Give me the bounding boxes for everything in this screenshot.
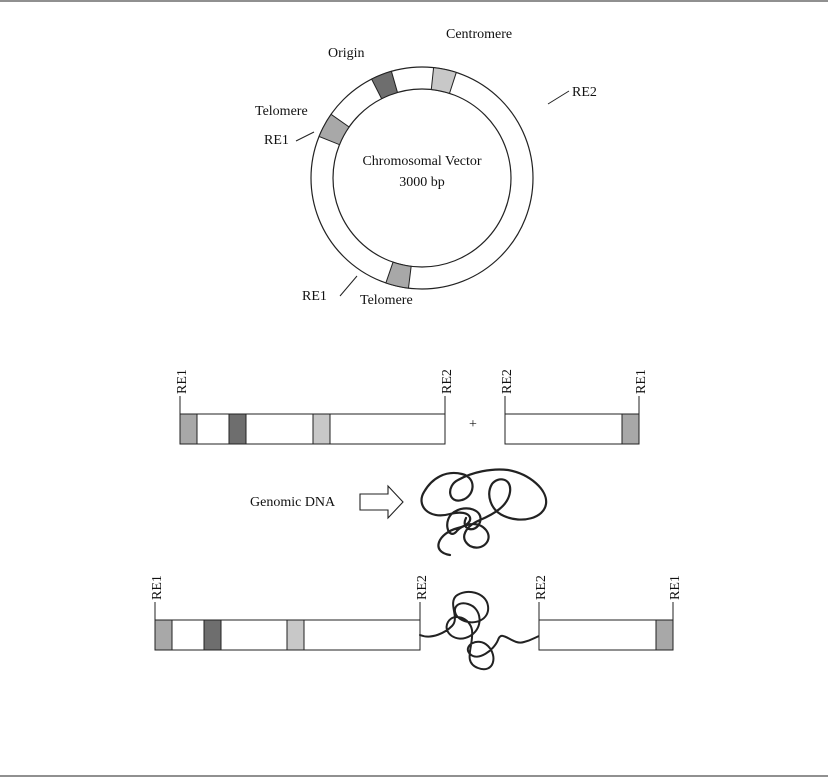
label-centromere: Centromere — [446, 27, 512, 42]
inserted-dna-icon — [420, 592, 539, 669]
left-fragment-telomere — [180, 414, 197, 444]
label-re2-right: RE2 — [572, 85, 597, 100]
centromere-segment — [431, 68, 456, 94]
circular-vector: Chromosomal Vector 3000 bp Centromere Or… — [255, 27, 597, 308]
re2-right-leader — [548, 91, 569, 104]
ligated-left-centromere — [287, 620, 304, 650]
ligated-right-box — [539, 620, 673, 650]
telomere-segment-bottom — [386, 262, 411, 288]
arrow-icon — [360, 486, 403, 518]
ligated-left-re2-label: RE2 — [415, 575, 430, 600]
label-telomere-top: Telomere — [255, 104, 308, 119]
left-fragment-origin — [229, 414, 246, 444]
label-telomere-bottom: Telomere — [360, 293, 413, 308]
re1-top-leader — [296, 132, 314, 141]
ligated-right-re2-label: RE2 — [534, 575, 549, 600]
origin-segment — [372, 71, 398, 98]
left-fragment-re1-label: RE1 — [175, 369, 190, 394]
cut-fragments: RE1 RE2 + RE2 RE1 — [175, 369, 649, 444]
genomic-dna: Genomic DNA — [250, 469, 546, 555]
genomic-dna-coil-icon — [422, 469, 547, 555]
left-fragment-centromere — [313, 414, 330, 444]
right-fragment-re1-label: RE1 — [634, 369, 649, 394]
ligated-left-telomere — [155, 620, 172, 650]
vector-size: 3000 bp — [399, 175, 445, 190]
vector-title: Chromosomal Vector — [362, 154, 481, 169]
ligated-right-re1-label: RE1 — [668, 575, 683, 600]
right-fragment-telomere — [622, 414, 639, 444]
ligated-left-origin — [204, 620, 221, 650]
left-fragment-re2-label: RE2 — [440, 369, 455, 394]
plus-sign: + — [469, 417, 477, 432]
right-fragment-re2-label: RE2 — [500, 369, 515, 394]
label-re1-bottom: RE1 — [302, 289, 327, 304]
right-fragment-box — [505, 414, 639, 444]
genomic-dna-label: Genomic DNA — [250, 495, 336, 510]
ligated-right-telomere — [656, 620, 673, 650]
re1-bottom-leader — [340, 276, 357, 296]
ligated-left-re1-label: RE1 — [150, 575, 165, 600]
telomere-segment-top — [319, 114, 349, 144]
label-origin: Origin — [328, 46, 365, 61]
ligated-construct: RE1 RE2 RE2 RE1 — [150, 575, 683, 669]
label-re1-top: RE1 — [264, 133, 289, 148]
